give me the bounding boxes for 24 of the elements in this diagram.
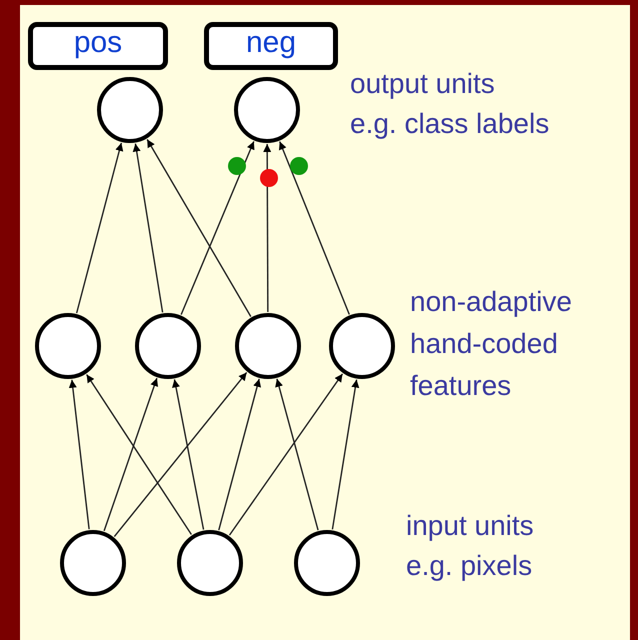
- class-label-box: pos: [28, 22, 168, 70]
- arrow: [132, 143, 164, 313]
- arrow: [275, 378, 319, 530]
- arrow: [332, 379, 360, 530]
- arrow: [278, 141, 350, 315]
- class-label-box: neg: [204, 22, 338, 70]
- arrow: [228, 373, 344, 536]
- layer-label: features: [410, 372, 512, 400]
- arrow: [86, 374, 192, 535]
- layer-label: output units: [350, 70, 495, 98]
- layer-label: input units: [406, 512, 534, 540]
- arrow: [172, 379, 204, 530]
- layer-label: non-adaptive: [410, 288, 572, 316]
- arrow: [263, 144, 272, 312]
- arrow: [146, 139, 252, 317]
- arrow: [218, 378, 262, 530]
- arrow: [180, 141, 254, 315]
- arrow: [68, 380, 90, 530]
- arrow: [114, 372, 248, 537]
- layer-label: hand-coded: [410, 330, 558, 358]
- layer-label: e.g. pixels: [406, 552, 532, 580]
- arrow: [76, 142, 124, 314]
- arrow: [103, 378, 158, 532]
- layer-label: e.g. class labels: [350, 110, 550, 138]
